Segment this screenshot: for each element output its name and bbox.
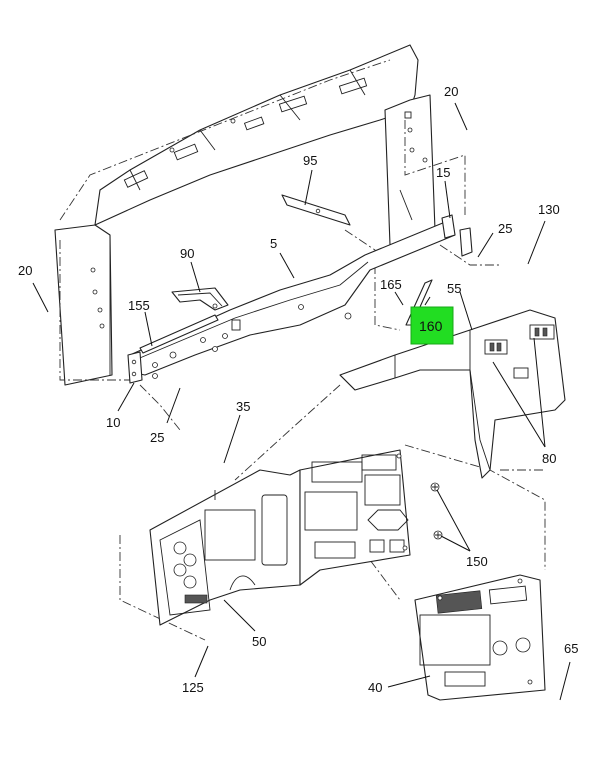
callout-10[interactable]: 10 bbox=[106, 415, 120, 430]
callout-165[interactable]: 165 bbox=[380, 277, 402, 292]
callout-65[interactable]: 65 bbox=[564, 641, 578, 656]
cross-member-5 bbox=[127, 219, 456, 384]
leader-lines bbox=[32, 102, 571, 701]
strip-155 bbox=[139, 314, 219, 354]
callout-40[interactable]: 40 bbox=[368, 680, 382, 695]
screws-150 bbox=[430, 482, 443, 540]
callout-labels: 20 95 15 130 20 90 5 25 165 55 155 160 1… bbox=[18, 84, 578, 695]
callout-125[interactable]: 125 bbox=[182, 680, 204, 695]
callout-155[interactable]: 155 bbox=[128, 298, 150, 313]
callout-55[interactable]: 55 bbox=[447, 281, 461, 296]
lower-panel-40 bbox=[414, 574, 546, 701]
hinge-bracket-90 bbox=[171, 287, 229, 311]
callout-25-right[interactable]: 25 bbox=[498, 221, 512, 236]
callout-20-left[interactable]: 20 bbox=[18, 263, 32, 278]
callout-130[interactable]: 130 bbox=[538, 202, 560, 217]
callout-15[interactable]: 15 bbox=[436, 165, 450, 180]
firewall-panel bbox=[54, 44, 436, 386]
bracket-15 bbox=[441, 214, 473, 257]
callout-160[interactable]: 160 bbox=[419, 318, 443, 334]
bracket-95 bbox=[281, 194, 351, 226]
callout-50[interactable]: 50 bbox=[252, 634, 266, 649]
instrument-panel-50 bbox=[149, 469, 301, 626]
highlight-box-160[interactable] bbox=[410, 306, 454, 345]
callout-20-top[interactable]: 20 bbox=[444, 84, 458, 99]
callout-95[interactable]: 95 bbox=[303, 153, 317, 168]
callout-150[interactable]: 150 bbox=[466, 554, 488, 569]
callout-35[interactable]: 35 bbox=[236, 399, 250, 414]
dash-cover-55 bbox=[339, 309, 566, 479]
callout-90[interactable]: 90 bbox=[180, 246, 194, 261]
callout-5[interactable]: 5 bbox=[270, 236, 277, 251]
panel-35 bbox=[299, 449, 411, 586]
phantom-lines bbox=[59, 59, 546, 641]
callout-25-bottom[interactable]: 25 bbox=[150, 430, 164, 445]
callout-80[interactable]: 80 bbox=[542, 451, 556, 466]
